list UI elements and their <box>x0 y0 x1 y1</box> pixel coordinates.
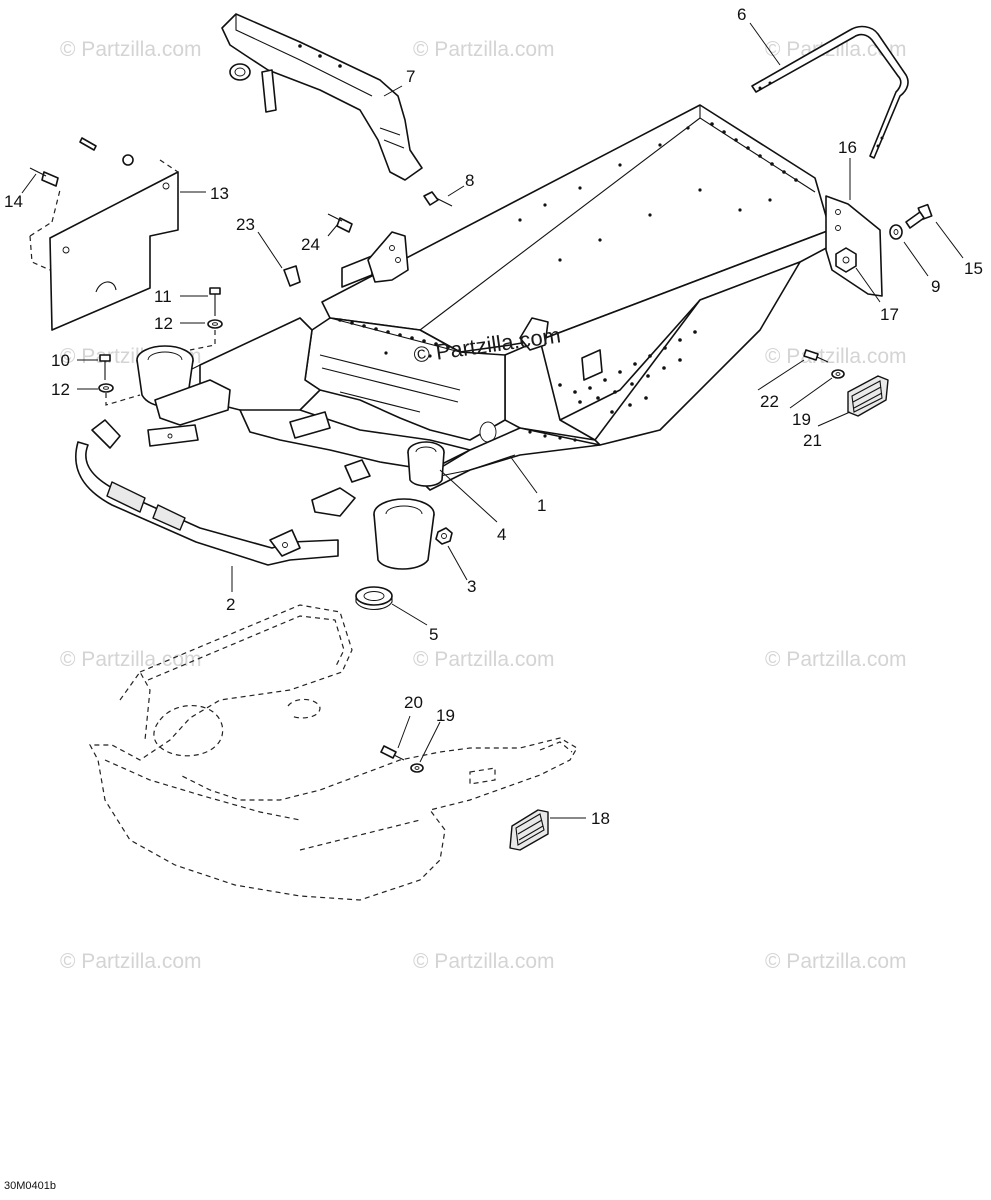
watermark: © Partzilla.com <box>60 648 202 671</box>
callout-12a: 12 <box>154 314 173 333</box>
part-23-clip <box>283 265 301 287</box>
part-11-bolt <box>209 287 221 316</box>
part-2-front-bumper <box>74 419 339 566</box>
part-9-washer <box>889 224 903 240</box>
part-5-ring <box>355 586 393 611</box>
part-4-bushing <box>407 441 445 487</box>
watermark: © Partzilla.com <box>413 648 555 671</box>
part-14-rivet <box>29 167 59 187</box>
watermark: © Partzilla.com <box>60 38 202 61</box>
callout-21: 21 <box>803 431 822 450</box>
watermark: © Partzilla.com <box>765 38 907 61</box>
callout-1: 1 <box>537 496 547 515</box>
callout-16: 16 <box>838 138 857 157</box>
callout-2: 2 <box>226 595 236 614</box>
callout-11: 11 <box>154 287 172 306</box>
callout-20: 20 <box>404 693 423 712</box>
drawing-code: 30M0401b <box>4 1180 56 1192</box>
callout-13: 13 <box>210 184 229 203</box>
part-13-side-plate <box>29 159 179 331</box>
part-21-reflector <box>847 375 889 417</box>
callout-7: 7 <box>406 67 416 86</box>
bottom-pan-outline <box>89 604 578 901</box>
part-10-bolt <box>99 354 111 380</box>
part-16-bracket-plate <box>825 195 883 297</box>
callout-24: 24 <box>301 235 320 254</box>
callout-22: 22 <box>760 392 779 411</box>
callout-19a: 19 <box>792 410 811 429</box>
part-19-washer-upper <box>831 369 845 379</box>
part-3-nut <box>435 527 453 545</box>
front-steering-housing-right <box>373 498 435 570</box>
part-17-nut <box>835 247 857 273</box>
part-18-reflector <box>509 809 549 851</box>
part-15-bolt <box>905 203 933 229</box>
watermark: © Partzilla.com <box>765 648 907 671</box>
callout-8: 8 <box>465 171 475 190</box>
callout-23: 23 <box>236 215 255 234</box>
part-22-screw <box>803 349 829 363</box>
part-20-screw-lower <box>380 745 405 761</box>
frame-hole-pattern <box>338 122 798 442</box>
watermark: © Partzilla.com <box>413 950 555 973</box>
small-screw-top <box>79 137 134 166</box>
callout-14: 14 <box>4 192 23 211</box>
callout-5: 5 <box>429 625 439 644</box>
guide-line <box>105 330 216 406</box>
watermark: © Partzilla.com <box>765 950 907 973</box>
callout-17: 17 <box>880 305 899 324</box>
part-7-upper-bracket <box>221 13 423 181</box>
callout-6: 6 <box>737 5 747 24</box>
part-12-washer-upper <box>207 319 223 329</box>
watermark: © Partzilla.com <box>413 38 555 61</box>
callout-3: 3 <box>467 577 477 596</box>
callout-9: 9 <box>931 277 941 296</box>
part-24-rivet <box>327 213 353 233</box>
callout-10: 10 <box>51 351 70 370</box>
callout-4: 4 <box>497 525 507 544</box>
callout-12b: 12 <box>51 380 70 399</box>
part-6-grab-handle <box>751 25 909 159</box>
callout-19b: 19 <box>436 706 455 725</box>
part-12-washer-lower <box>98 383 114 393</box>
part-19-washer-lower <box>410 763 424 773</box>
leader-lines <box>21 22 964 819</box>
callout-18: 18 <box>591 809 610 828</box>
part-8-rivet <box>423 191 453 207</box>
callout-15: 15 <box>964 259 983 278</box>
front-steering-housing-left <box>136 345 231 426</box>
part-1-main-frame <box>149 104 833 517</box>
watermark: © Partzilla.com <box>60 950 202 973</box>
